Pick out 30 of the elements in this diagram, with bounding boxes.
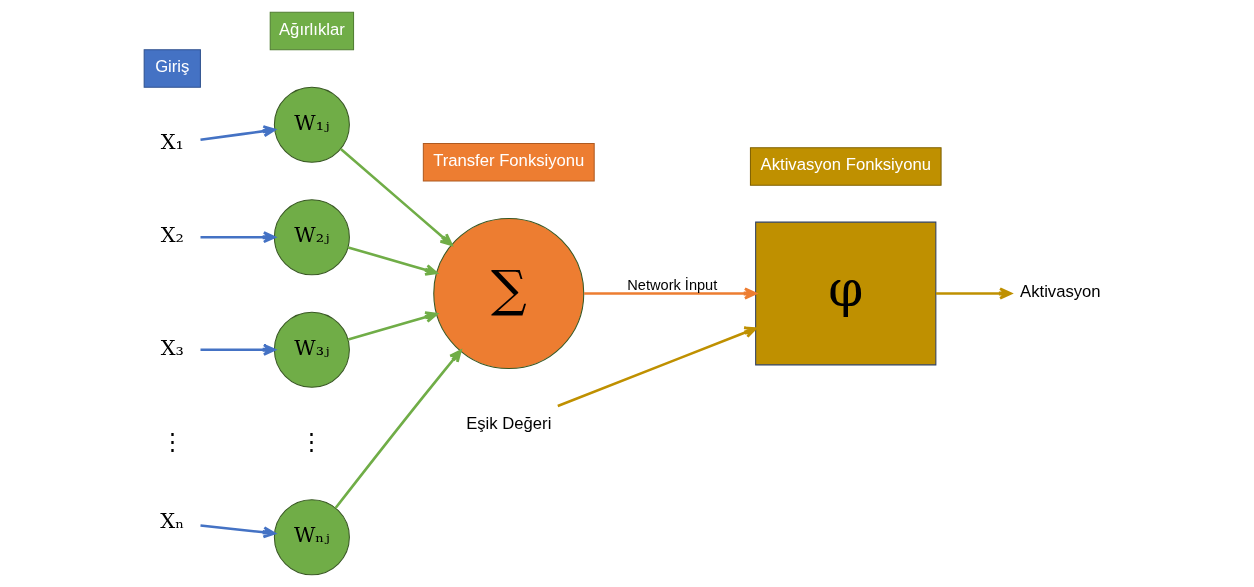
arrow [200,524,276,539]
node-circle: W₁ⱼ [273,86,350,163]
node-circle: ∑ [433,218,585,369]
node-text: X₁ [160,129,184,154]
arrow [200,343,276,356]
node-circle: Wₙⱼ [273,499,350,576]
node-box: Ağırlıklar [269,11,355,51]
node-box: Giriş [143,49,201,88]
arrow [339,147,453,246]
edge-label: Network İnput [627,276,718,293]
node-text: Xₙ [160,508,185,533]
arrow [936,287,1012,300]
node-text: Eşik Değeri [466,413,552,433]
arrow [557,326,757,408]
arrow [347,246,438,276]
node-text: Aktivasyon [1020,282,1101,302]
arrow [347,311,438,341]
arrow [334,349,462,509]
arrow [584,287,757,300]
node-circle: W₃ⱼ [273,311,350,388]
node-circle: W₂ⱼ [273,199,350,276]
node-text: X₃ [160,335,184,360]
arrow [200,231,276,244]
arrow [200,125,276,142]
label: ⋮ [300,428,324,455]
node-box: Transfer Fonksiyonu [422,142,595,182]
label: ⋮ [160,428,184,455]
node-text: X₂ [160,223,184,248]
node-box: Aktivasyon Fonksiyonu [749,147,942,186]
node-box: φ [755,221,937,366]
